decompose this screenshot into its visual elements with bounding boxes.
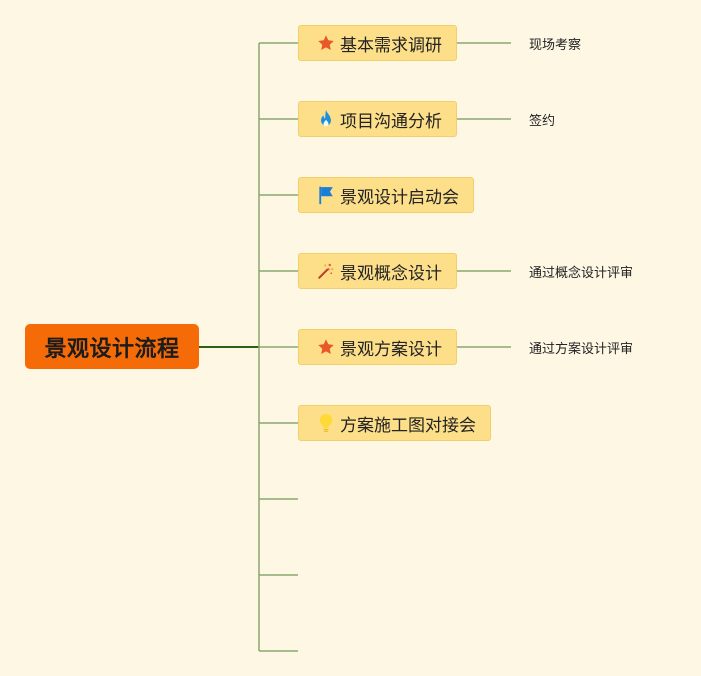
topic-label: 景观设计启动会 (340, 187, 459, 208)
note-concept-review: 通过概念设计评审 (529, 266, 634, 281)
note-site-survey: 现场考察 (529, 38, 582, 53)
topic-concept-design[interactable]: 景观概念设计 (298, 253, 457, 289)
topic-label: 基本需求调研 (340, 35, 442, 56)
topic-label: 项目沟通分析 (340, 111, 442, 132)
note-scheme-review: 通过方案设计评审 (529, 342, 634, 357)
topic-label: 景观方案设计 (340, 339, 442, 360)
note-contract-signing: 签约 (529, 114, 556, 129)
topic-requirements-research[interactable]: 基本需求调研 (298, 25, 457, 61)
topic-project-communication[interactable]: 项目沟通分析 (298, 101, 457, 137)
topic-kickoff-meeting[interactable]: 景观设计启动会 (298, 177, 474, 213)
star-icon (316, 337, 336, 357)
topic-label: 方案施工图对接会 (340, 415, 476, 436)
flag-icon (316, 185, 336, 205)
root-topic-label: 景观设计流程 (44, 336, 180, 362)
lightbulb-icon (316, 413, 336, 433)
topic-label: 景观概念设计 (340, 263, 442, 284)
root-topic[interactable]: 景观设计流程 (25, 324, 199, 369)
flame-icon (316, 109, 336, 129)
magic-wand-icon (316, 261, 336, 281)
topic-construction-drawing-meeting[interactable]: 方案施工图对接会 (298, 405, 491, 441)
star-icon (316, 33, 336, 53)
topic-scheme-design[interactable]: 景观方案设计 (298, 329, 457, 365)
